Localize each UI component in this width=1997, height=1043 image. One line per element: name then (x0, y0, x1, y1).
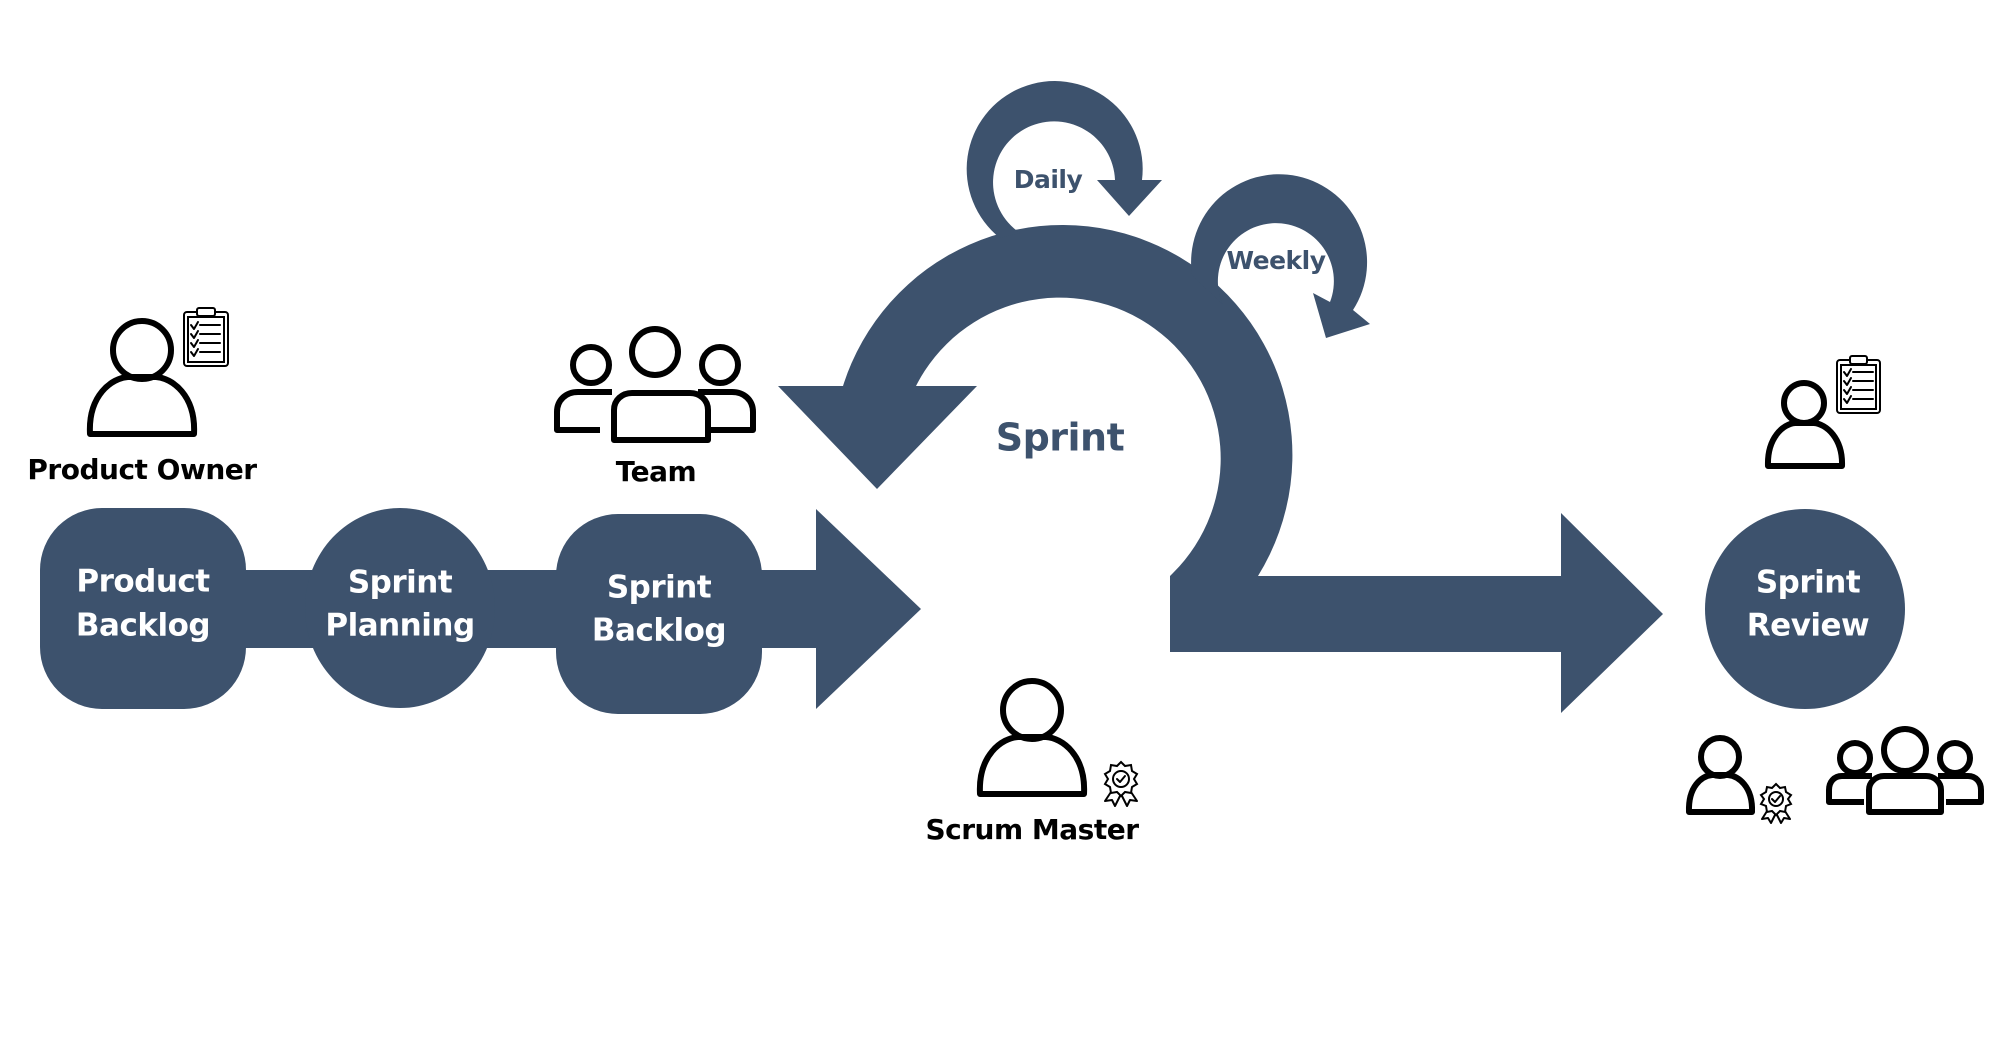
person-icon (1764, 380, 1846, 469)
sprint-review-line1: Sprint (1756, 565, 1861, 601)
product-owner-label: Product Owner (27, 453, 257, 486)
award-badge-icon (1759, 782, 1793, 824)
review-team (1826, 726, 1984, 815)
node-sprint-backlog[interactable]: Sprint Backlog (556, 514, 762, 714)
scrum-master-label: Scrum Master (925, 813, 1139, 846)
sprint-backlog-line1: Sprint (607, 570, 712, 606)
daily-label: Daily (1014, 165, 1083, 194)
pipeline-arrowhead (816, 509, 921, 709)
node-product-backlog[interactable]: Product Backlog (40, 508, 246, 709)
product-backlog-line1: Product (76, 564, 210, 600)
sprint-planning-line2: Planning (325, 608, 474, 644)
product-backlog-line2: Backlog (76, 608, 210, 644)
product-owner-role: Product Owner (27, 307, 258, 486)
review-product-owner (1764, 355, 1881, 469)
sprint-planning-line1: Sprint (348, 565, 453, 601)
node-sprint-planning[interactable]: Sprint Planning (305, 508, 495, 708)
team-role: Team (554, 326, 756, 488)
team-icon (554, 326, 756, 443)
scrum-master-role: Scrum Master (925, 678, 1140, 846)
pipeline-arrow (140, 509, 921, 709)
sprint-cycle-arc (778, 224, 1663, 713)
sprint-backlog-line2: Backlog (592, 613, 726, 649)
person-icon (86, 318, 198, 437)
team-label: Team (616, 455, 696, 488)
sprint-label: Sprint (996, 416, 1125, 460)
clipboard-icon (1836, 355, 1881, 414)
person-icon (976, 678, 1088, 797)
clipboard-icon (183, 307, 229, 367)
person-icon (1685, 735, 1756, 815)
daily-loop-arrow (966, 81, 1162, 238)
award-badge-icon (1103, 760, 1139, 807)
node-sprint-review[interactable]: Sprint Review (1705, 509, 1905, 709)
team-icon (1826, 726, 1984, 815)
weekly-loop-arrow (1191, 174, 1370, 338)
sprint-review-line2: Review (1747, 608, 1869, 644)
sprint-cycle: Daily Weekly Sprint (778, 81, 1663, 713)
weekly-label: Weekly (1226, 246, 1325, 275)
review-scrum-master (1685, 735, 1793, 824)
